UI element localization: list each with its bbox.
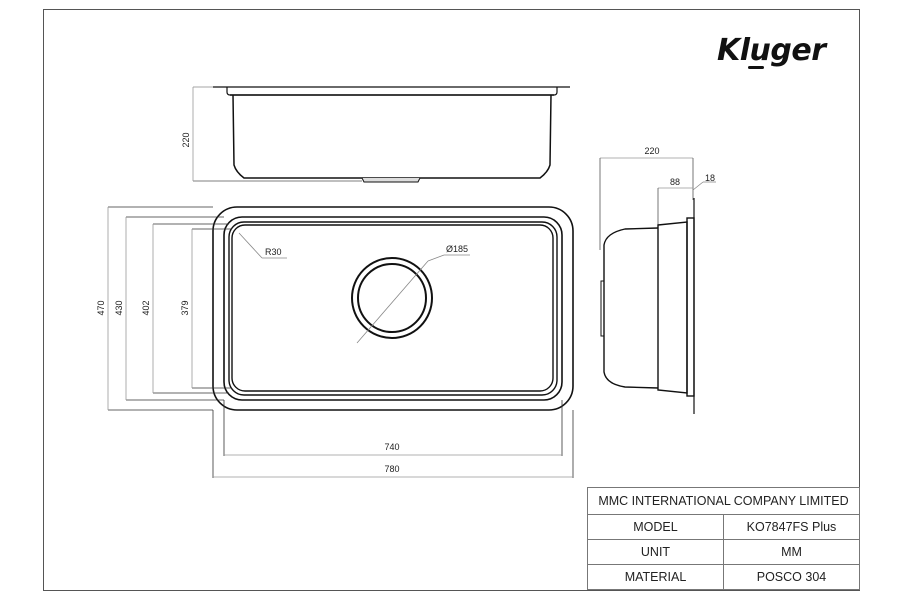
side-elevation-view [599,157,716,414]
dim-drain-diameter: Ø185 [446,244,468,254]
side-flange-thickness: 18 [705,173,715,183]
plan-view [107,206,574,478]
dim-height-402: 402 [141,300,151,315]
drawing-frame [43,9,860,591]
front-depth-dimension: 220 [181,132,191,147]
dim-bowl-height: 379 [180,300,190,315]
dim-overall-width: 780 [384,464,399,474]
brand-logo: Kluger [717,36,826,66]
material-value: POSCO 304 [723,564,860,590]
dim-height-430: 430 [114,300,124,315]
model-label: MODEL [587,514,724,540]
side-depth-total: 220 [644,146,659,156]
brand-logo-accent [748,66,764,69]
dim-overall-height: 470 [96,300,106,315]
side-flange-depth: 88 [670,177,680,187]
model-value: KO7847FS Plus [723,514,860,540]
unit-value: MM [723,539,860,565]
unit-label: UNIT [587,539,724,565]
dim-inner-width: 740 [384,442,399,452]
brand-logo-text: Kluger [717,33,826,68]
front-elevation-view [192,86,570,183]
material-label: MATERIAL [587,564,724,590]
company-name: MMC INTERNATIONAL COMPANY LIMITED [587,487,860,515]
dim-corner-radius: R30 [265,247,282,257]
